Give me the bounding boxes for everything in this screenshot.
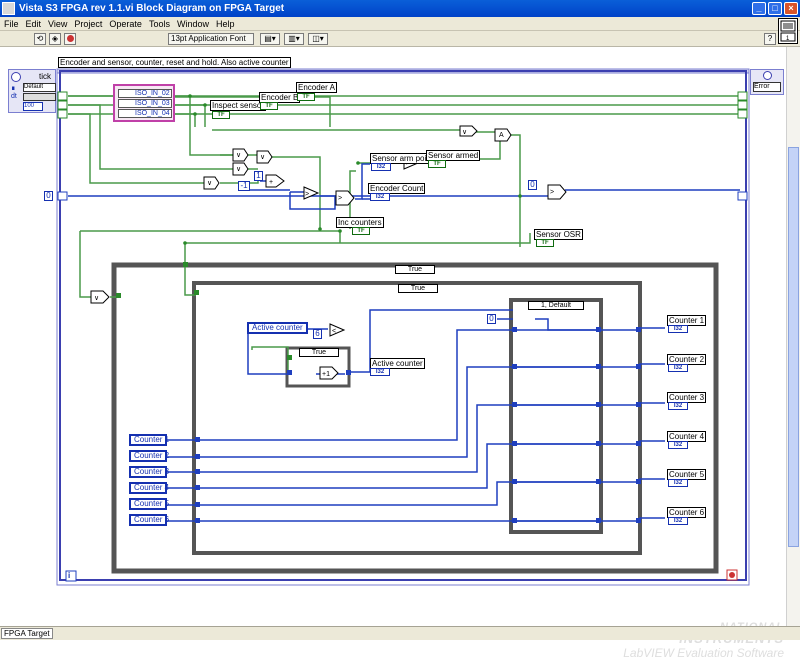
close-button[interactable]: × — [784, 2, 798, 15]
io-iso-in-03: ISO_IN_03 — [118, 99, 172, 108]
encoder-b-indicator[interactable]: TF — [260, 102, 278, 110]
svg-text:1: 1 — [786, 36, 790, 42]
io-iso-in-02: ISO_IN_02 — [118, 89, 172, 98]
fpga-io-node[interactable]: ISO_IN_02 ISO_IN_03 ISO_IN_04 — [113, 84, 175, 122]
vertical-scroll-thumb[interactable] — [788, 147, 799, 547]
constant-zero-mid[interactable]: 0 — [528, 180, 537, 190]
sensor-armed-label: Sensor armed — [426, 150, 481, 161]
counter-2-control[interactable]: Counter 2 — [129, 450, 169, 462]
loop-iteration-terminal[interactable]: i — [68, 571, 71, 580]
counter-6-indicator[interactable]: I32 — [668, 517, 688, 525]
counter-5-control[interactable]: Counter 5 — [129, 498, 169, 510]
counter-4-indicator[interactable]: I32 — [668, 441, 688, 449]
maximize-button[interactable]: □ — [768, 2, 782, 15]
menu-window[interactable]: Window — [176, 18, 209, 29]
vertical-scrollbar[interactable] — [786, 47, 800, 628]
constant-zero-case[interactable]: 0 — [487, 314, 496, 324]
menu-tools[interactable]: Tools — [148, 18, 170, 29]
menu-file[interactable]: File — [4, 18, 19, 29]
menu-view[interactable]: View — [48, 18, 68, 29]
constant-six[interactable]: 6 — [313, 329, 322, 339]
inc-counters-indicator[interactable]: TF — [352, 227, 370, 235]
sensor-armed-indicator[interactable]: TF — [428, 160, 446, 168]
encoder-a-indicator[interactable]: TF — [297, 93, 315, 101]
menu-operate[interactable]: Operate — [109, 18, 142, 29]
toolbar: ⟲ ◈ 13pt Application Font ▤▾ ▥▾ ◫▾ ? — [0, 31, 800, 47]
counter-1-control[interactable]: Counter 1 — [129, 434, 169, 446]
active-counter-control[interactable]: Active counter — [247, 322, 308, 334]
help-icon[interactable]: ? — [764, 33, 776, 45]
counter-3-control[interactable]: Counter 3 — [129, 466, 169, 478]
counter-3-indicator[interactable]: I32 — [668, 402, 688, 410]
counter-2-indicator[interactable]: I32 — [668, 364, 688, 372]
encoder-count-indicator[interactable]: I32 — [370, 193, 390, 201]
counter-4-control[interactable]: Counter 4 — [129, 482, 169, 494]
svg-text:>: > — [305, 191, 309, 198]
svg-text:∨: ∨ — [94, 295, 99, 302]
counter-6-control[interactable]: Counter 6 — [129, 514, 169, 526]
svg-text:A: A — [499, 132, 504, 139]
outer-case-selector[interactable]: True — [395, 265, 435, 274]
minimize-button[interactable]: _ — [752, 2, 766, 15]
run-continuously-icon[interactable]: ◈ — [49, 33, 61, 45]
reorder-icon[interactable]: ◫▾ — [308, 33, 328, 45]
title-bar: Vista S3 FPGA rev 1.1.vi Block Diagram o… — [0, 0, 800, 17]
svg-text:∨: ∨ — [462, 129, 467, 136]
svg-text:∨: ∨ — [236, 152, 241, 159]
menu-edit[interactable]: Edit — [25, 18, 42, 29]
watermark-line3: LabVIEW Evaluation Software — [623, 646, 784, 660]
align-objects-icon[interactable]: ▤▾ — [260, 33, 280, 45]
small-case-selector[interactable]: True — [299, 348, 339, 357]
timed-loop-dt-label: dt — [11, 93, 17, 100]
constant-neg-one[interactable]: -1 — [238, 181, 250, 191]
svg-text:<: < — [332, 328, 336, 335]
block-diagram-canvas[interactable]: ∨∨∨∨ +>> ∨A> >∨<+1 — [0, 47, 786, 660]
counter-case-selector[interactable]: 1, Default — [528, 301, 584, 310]
distribute-objects-icon[interactable]: ▥▾ — [284, 33, 304, 45]
counter-5-indicator[interactable]: I32 — [668, 479, 688, 487]
window-title: Vista S3 FPGA rev 1.1.vi Block Diagram o… — [19, 3, 285, 14]
constant-one[interactable]: 1 — [254, 171, 263, 181]
sensor-arm-point-indicator[interactable]: I32 — [371, 163, 391, 171]
encoder-a-label: Encoder A — [296, 82, 337, 93]
abort-icon[interactable] — [64, 33, 76, 45]
status-bar: FPGA Target — [0, 626, 800, 640]
menu-bar: File Edit View Project Operate Tools Win… — [0, 17, 800, 31]
timed-loop-source: Default — [23, 83, 56, 92]
timed-loop-output-node[interactable]: Error — [750, 69, 784, 95]
counter-1-indicator[interactable]: I32 — [668, 325, 688, 333]
svg-text:∨: ∨ — [236, 166, 241, 173]
run-icon[interactable]: ⟲ — [34, 33, 46, 45]
timed-loop-error: Error — [753, 82, 781, 92]
diagram-comment: Encoder and sensor, counter, reset and h… — [58, 57, 291, 68]
vi-icon — [2, 2, 15, 15]
inspect-sensor-label: Inspect sensor — [210, 100, 267, 111]
svg-text:>: > — [550, 189, 554, 196]
svg-text:∨: ∨ — [260, 154, 265, 161]
target-status: FPGA Target — [1, 628, 53, 639]
svg-text:+: + — [269, 179, 273, 186]
menu-help[interactable]: Help — [215, 18, 235, 29]
encoder-count-label: Encoder Count — [368, 183, 426, 194]
svg-text:∨: ∨ — [207, 180, 212, 187]
svg-text:>: > — [338, 195, 342, 202]
menu-project[interactable]: Project — [74, 18, 103, 29]
timed-loop-input-node[interactable]: tick ∎ Default dt 100 — [8, 69, 56, 113]
inspect-sensor-indicator[interactable]: TF — [212, 111, 230, 119]
vi-connector-icon[interactable]: 1 — [778, 18, 798, 44]
sensor-osr-indicator[interactable]: TF — [536, 239, 554, 247]
active-counter-indicator[interactable]: I32 — [370, 368, 390, 376]
active-counter-indicator-label: Active counter — [370, 358, 425, 369]
sensor-osr-label: Sensor OSR — [534, 229, 583, 240]
svg-text:+1: +1 — [322, 371, 330, 378]
font-select[interactable]: 13pt Application Font — [168, 33, 254, 45]
timed-loop-period[interactable]: 100 — [23, 102, 43, 111]
io-iso-in-04: ISO_IN_04 — [118, 109, 172, 118]
timed-loop-label: tick — [39, 72, 51, 81]
constant-zero-left[interactable]: 0 — [44, 191, 53, 201]
wires-and-structures: ∨∨∨∨ +>> ∨A> >∨<+1 — [56, 68, 750, 586]
inner-case-selector[interactable]: True — [398, 284, 438, 293]
